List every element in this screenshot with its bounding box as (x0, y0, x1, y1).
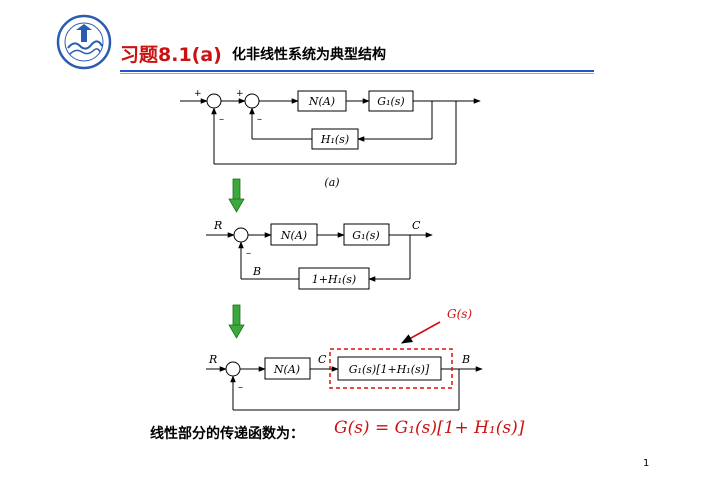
diagram-a-caption: (a) (324, 176, 339, 189)
university-seal-icon (56, 14, 112, 70)
diagram-a (180, 90, 481, 165)
block-g1-b-label: G₁(s) (352, 229, 379, 242)
minus-sign-b: – (246, 248, 251, 259)
signal-c-c: C (318, 353, 327, 366)
minus-sign-c: – (238, 382, 243, 393)
gs-label: G(s) (447, 307, 472, 321)
plus-sign-1: + (194, 89, 202, 99)
output-b-c: B (461, 353, 470, 366)
down-arrow-icon (228, 178, 245, 213)
input-r-c: R (208, 353, 217, 366)
formula-label: 线性部分的传递函数为： (150, 426, 304, 442)
header-rule-blue (120, 70, 594, 72)
formula-expression: G(s) = G₁(s)[1+ H₁(s)] (334, 418, 525, 438)
gs-dashed-box (329, 348, 453, 389)
summing-junction-1 (206, 93, 222, 109)
summing-junction-2 (244, 93, 260, 109)
minus-sign-2: – (257, 114, 262, 125)
block-n-c-label: N(A) (273, 363, 300, 376)
slide-subtitle: 化非线性系统为典型结构 (232, 47, 386, 63)
output-c-b: C (412, 219, 421, 232)
block-1h1-b-label: 1+H₁(s) (312, 273, 356, 286)
summing-junction-c (225, 361, 241, 377)
block-h1-a-label: H₁(s) (320, 133, 349, 146)
diagram-c (206, 356, 483, 411)
block-n-a-label: N(A) (308, 95, 335, 108)
slide-title: 习题8.1(a) (120, 44, 222, 66)
block-g-c-label: G₁(s)[1+H₁(s)] (349, 363, 430, 376)
header-rule-yellow (120, 73, 594, 74)
summing-junction-b (233, 227, 249, 243)
plus-sign-2: + (236, 89, 244, 99)
page-number: 1 (643, 458, 650, 469)
feedback-b-b: B (252, 265, 261, 278)
gs-pointer-arrow (401, 321, 441, 344)
diagram-b (206, 223, 433, 290)
minus-sign-1: – (219, 114, 224, 125)
down-arrow-icon (228, 304, 245, 339)
block-n-b-label: N(A) (280, 229, 307, 242)
input-r-b: R (213, 219, 222, 232)
block-g1-a-label: G₁(s) (377, 95, 404, 108)
